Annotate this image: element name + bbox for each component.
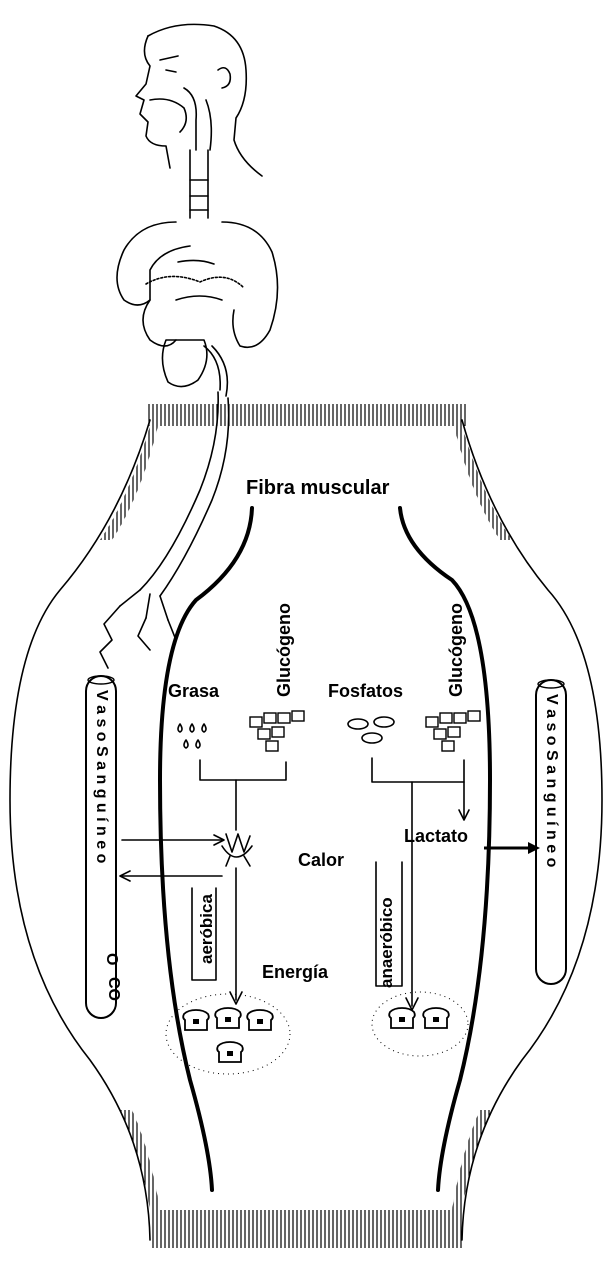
energy-bread-right-icon [372, 992, 468, 1056]
person-head-icon [136, 24, 262, 176]
blood-vessel-right: V a s o S a n g u í n e o [536, 680, 566, 984]
anaerobic-pathway [372, 758, 540, 1010]
fibra-muscular-label: Fibra muscular [246, 477, 390, 499]
glucogeno-right-label: Glucógeno [446, 603, 466, 697]
glycogen-left-icon [250, 711, 304, 751]
vaso-sanguineo-right-label: V a s o S a n g u í n e o [543, 694, 560, 868]
co2-label: CO [105, 977, 122, 1001]
trachea-icon [190, 150, 208, 218]
blood-vessels-icon [100, 392, 229, 668]
anaerobico-label: anaeróbico [377, 897, 396, 988]
vaso-sanguineo-left-label: V a s o S a n g u í n e o [93, 690, 110, 864]
lungs-heart-icon [117, 222, 278, 396]
glucogeno-left-label: Glucógeno [274, 603, 294, 697]
energia-label: Energía [262, 962, 329, 982]
lactato-label: Lactato [404, 826, 468, 846]
blood-vessel-left: V a s o S a n g u í n e o O CO [86, 676, 122, 1018]
aerobica-label: aeróbica [197, 894, 216, 964]
muscle-fiber-outline [160, 508, 490, 1190]
fat-droplets-icon [178, 724, 206, 748]
mitochondrion-icon [222, 834, 252, 866]
calor-label: Calor [298, 850, 344, 870]
o2-label: O [103, 953, 120, 965]
glycogen-right-icon [426, 711, 480, 751]
fosfatos-label: Fosfatos [328, 681, 403, 701]
phosphate-ovals-icon [348, 717, 394, 743]
grasa-label: Grasa [168, 681, 220, 701]
